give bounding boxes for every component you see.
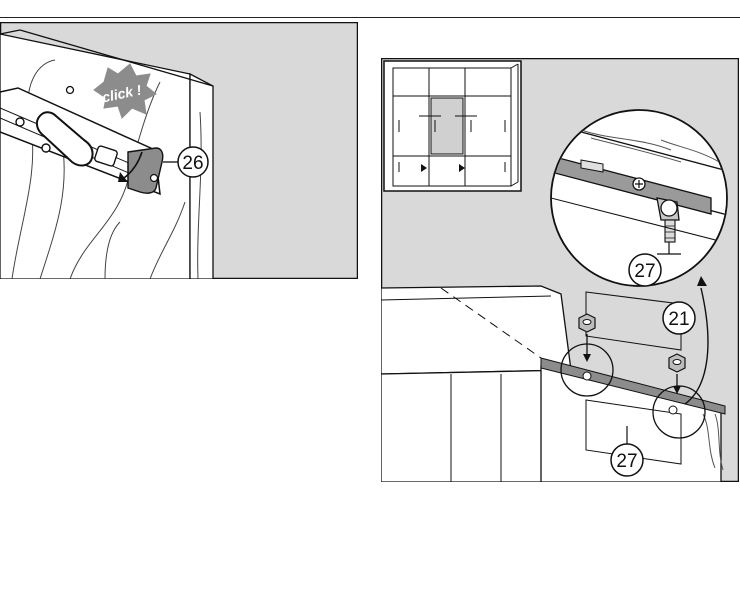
callout-27-top: 27 xyxy=(634,261,655,282)
header-rule xyxy=(0,17,740,18)
callout-27-bottom: 27 xyxy=(616,451,637,472)
cabinet-overview-inset xyxy=(384,61,521,191)
figure-right-illustration: 27 21 xyxy=(381,58,739,482)
figure-right: 27 21 xyxy=(381,58,739,482)
callout-21: 21 xyxy=(668,309,689,330)
figure-left: click ! 26 xyxy=(0,22,358,279)
figure-left-illustration: click ! 26 xyxy=(0,22,358,279)
callout-26: 26 xyxy=(182,153,203,174)
